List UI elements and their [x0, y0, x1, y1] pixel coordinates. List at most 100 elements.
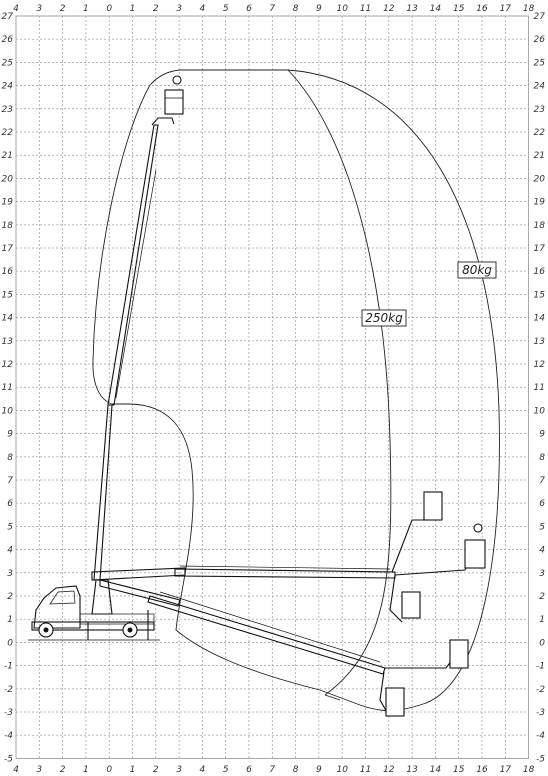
x-tick-label: 3 [36, 4, 42, 14]
y-tick-label: 11 [2, 383, 13, 393]
front-hub [43, 627, 49, 633]
boom-horizontal [91, 491, 486, 623]
label-250kg-text: 250kg [365, 311, 403, 325]
rear-hub [127, 627, 133, 633]
y-tick-label: 5 [539, 522, 545, 532]
y-tick-label: 4 [539, 546, 545, 556]
basket-down [449, 639, 469, 669]
y-tick-label: 17 [2, 244, 14, 254]
label-80kg: 80kg [457, 261, 497, 279]
y-tick-label: 6 [7, 499, 13, 509]
x-tick-label: 2 [60, 4, 66, 14]
label-80kg-box [457, 261, 497, 279]
y-tick-label: 18 [534, 221, 546, 231]
y-tick-label: -1 [4, 662, 13, 672]
x-tick-label: 4 [200, 765, 206, 775]
y-tick-label: 3 [7, 569, 13, 579]
outer-envelope-80kg [92, 69, 500, 712]
inner-envelope-250kg [287, 69, 392, 696]
x-tick-label: 6 [246, 765, 252, 775]
y-tick-label: -2 [4, 685, 13, 695]
y-tick-label: 23 [534, 105, 546, 115]
y-tick-label: 20 [534, 174, 546, 184]
y-tick-label: 8 [7, 453, 13, 463]
y-tick-label: 16 [534, 267, 546, 277]
x-tick-label: 3 [176, 765, 182, 775]
truck-chassis [31, 621, 155, 631]
x-tick-label: 0 [106, 4, 112, 14]
y-tick-label: 4 [7, 546, 13, 556]
label-250kg: 250kg [361, 309, 407, 327]
y-tick-label: 22 [2, 128, 14, 138]
x-tick-label: 13 [406, 4, 418, 14]
x-tick-label: 3 [36, 765, 42, 775]
jib-down-deep [379, 671, 389, 715]
y-tick-label: 18 [2, 221, 14, 231]
x-tick-label: 5 [223, 765, 229, 775]
y-tick-label: 21 [2, 151, 13, 161]
jib-up [151, 117, 175, 126]
y-tick-label: 11 [534, 383, 545, 393]
y-tick-label: 22 [534, 128, 546, 138]
x-tick-label: 2 [153, 765, 159, 775]
x-tick-label: 9 [316, 765, 322, 775]
y-tick-label: 27 [534, 12, 546, 22]
x-tick-label: 1 [83, 4, 89, 14]
y-tick-label: 17 [534, 244, 546, 254]
y-tick-label: 16 [2, 267, 14, 277]
x-tick-label: 7 [269, 4, 275, 14]
x-tick-label: 2 [60, 765, 66, 775]
x-tick-label: 8 [293, 765, 299, 775]
y-tick-label: 20 [2, 174, 14, 184]
y-tick-label: -5 [536, 754, 545, 764]
y-tick-label: 3 [539, 569, 545, 579]
x-tick-label: 10 [336, 4, 348, 14]
x-tick-label: 1 [83, 765, 89, 775]
y-tick-label: 2 [539, 592, 545, 602]
x-tick-label: 4 [200, 4, 206, 14]
y-tick-label: 14 [2, 314, 14, 324]
y-tick-label: 26 [534, 35, 546, 45]
horizontal-boom-rod [179, 565, 391, 570]
y-tick-label: 27 [2, 12, 14, 22]
label-80kg-text: 80kg [462, 263, 492, 277]
basket-top [164, 89, 184, 115]
y-tick-label: -3 [536, 708, 545, 718]
y-axis-left: 2726252423222120191817161514131211109876… [2, 12, 14, 764]
down-boom-rod [159, 591, 381, 663]
x-tick-label: 9 [316, 4, 322, 14]
y-axis-right: 2726252423222120191817161514131211109876… [534, 12, 546, 764]
truck-window [49, 590, 76, 605]
y-tick-label: 0 [7, 638, 13, 648]
boom-vertical [93, 75, 184, 581]
jib-down [384, 659, 453, 669]
y-tick-label: 12 [534, 360, 546, 370]
y-tick-label: 9 [539, 430, 545, 440]
x-tick-label: 0 [106, 765, 112, 775]
basket-down-deep [385, 687, 405, 717]
y-tick-label: -1 [536, 662, 545, 672]
y-tick-label: 9 [7, 430, 13, 440]
x-tick-label: 5 [223, 4, 229, 14]
y-tick-label: -2 [536, 685, 545, 695]
upper-boom-horizontal [174, 568, 396, 579]
boom-down [99, 579, 469, 717]
x-tick-label: 15 [453, 765, 465, 775]
y-tick-label: 10 [2, 406, 14, 416]
x-tick-label: 3 [176, 4, 182, 14]
y-tick-label: 19 [534, 198, 546, 208]
y-tick-label: -4 [536, 731, 545, 741]
x-tick-label: 17 [500, 4, 512, 14]
y-tick-label: 13 [534, 337, 546, 347]
jib-down-near [389, 574, 403, 623]
y-tick-label: 5 [7, 522, 13, 532]
x-tick-label: 8 [293, 4, 299, 14]
truck [28, 579, 160, 641]
x-tick-label: 13 [406, 765, 418, 775]
y-tick-label: 1 [539, 615, 545, 625]
upper-boom-rod [115, 169, 157, 399]
y-tick-label: 2 [7, 592, 13, 602]
y-tick-label: 12 [2, 360, 14, 370]
x-tick-label: 16 [476, 4, 488, 14]
